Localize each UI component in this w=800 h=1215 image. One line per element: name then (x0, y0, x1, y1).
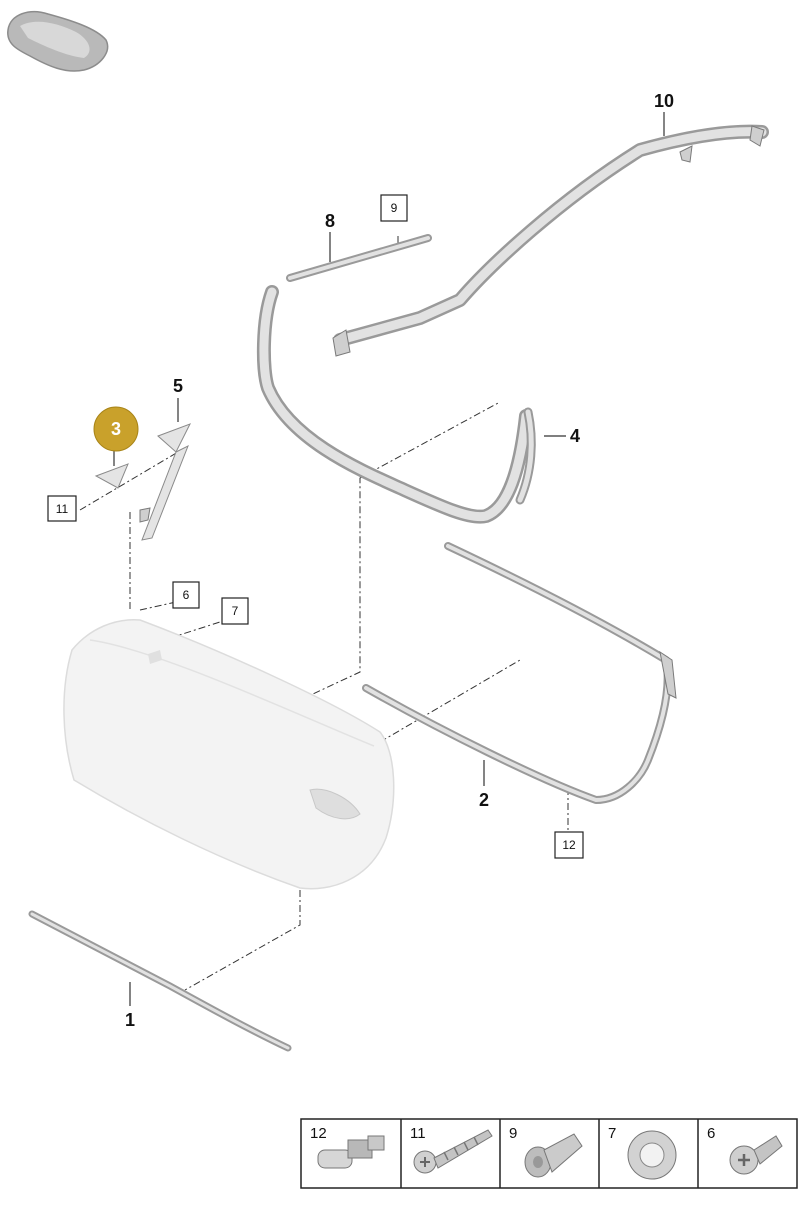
callout-10: 10 (654, 91, 674, 111)
hardware-cell-12[interactable]: 12 (310, 1125, 385, 1169)
hardware-number-11: 11 (410, 1125, 426, 1142)
top-trim-part-8 (286, 234, 432, 282)
callout-1: 1 (125, 1010, 135, 1030)
hardware-number-9: 9 (509, 1125, 517, 1142)
hardware-cell-6[interactable]: 6 (707, 1125, 783, 1175)
sill-strip-part-1 (28, 910, 292, 1052)
window-seal-part-2 (362, 542, 677, 804)
boxed-callout-11: 11 (47, 495, 77, 522)
self-tapping-screw-icon (413, 1129, 493, 1174)
callout-5: 5 (173, 376, 183, 396)
hardware-number-12: 12 (310, 1125, 327, 1142)
flange-bolt-icon (524, 1133, 583, 1178)
hardware-table: 12 11 9 (300, 1118, 798, 1189)
hardware-number-6: 6 (707, 1125, 715, 1142)
leader-lines (113, 112, 665, 1006)
pillar-seal-part-4 (515, 407, 536, 505)
spacer-washer-icon (627, 1130, 677, 1180)
highlighted-callout-3[interactable]: 3 (93, 406, 139, 452)
hardware-cell-11[interactable]: 11 (410, 1125, 493, 1174)
hardware-cell-7[interactable]: 7 (608, 1125, 677, 1180)
callout-8: 8 (325, 211, 335, 231)
boxed-callout-9-label: 9 (391, 201, 398, 215)
expanding-clip-icon (317, 1135, 385, 1169)
callout-3-label: 3 (111, 419, 121, 439)
boxed-callout-12-label: 12 (562, 838, 576, 852)
boxed-callout-6: 6 (172, 581, 200, 609)
hardware-number-7: 7 (608, 1125, 616, 1142)
boxed-callout-9: 9 (380, 194, 408, 222)
triangle-cover-part-3 (94, 463, 129, 489)
boxed-callout-12: 12 (554, 831, 584, 859)
roof-seal-part-10 (332, 124, 769, 357)
callout-2: 2 (479, 790, 489, 810)
door-frame-seal (256, 285, 533, 524)
vehicle-thumbnail-icon (7, 10, 109, 72)
door-panel (63, 619, 395, 890)
torx-screw-icon (729, 1135, 783, 1175)
boxed-callout-6-label: 6 (183, 588, 190, 602)
boxed-callout-11-label: 11 (56, 502, 69, 516)
hardware-cell-9[interactable]: 9 (509, 1125, 583, 1178)
boxed-callout-7-label: 7 (232, 604, 239, 618)
callout-4: 4 (570, 426, 580, 446)
a-pillar-trim-part-5 (139, 423, 192, 541)
boxed-callout-7: 7 (221, 597, 249, 625)
